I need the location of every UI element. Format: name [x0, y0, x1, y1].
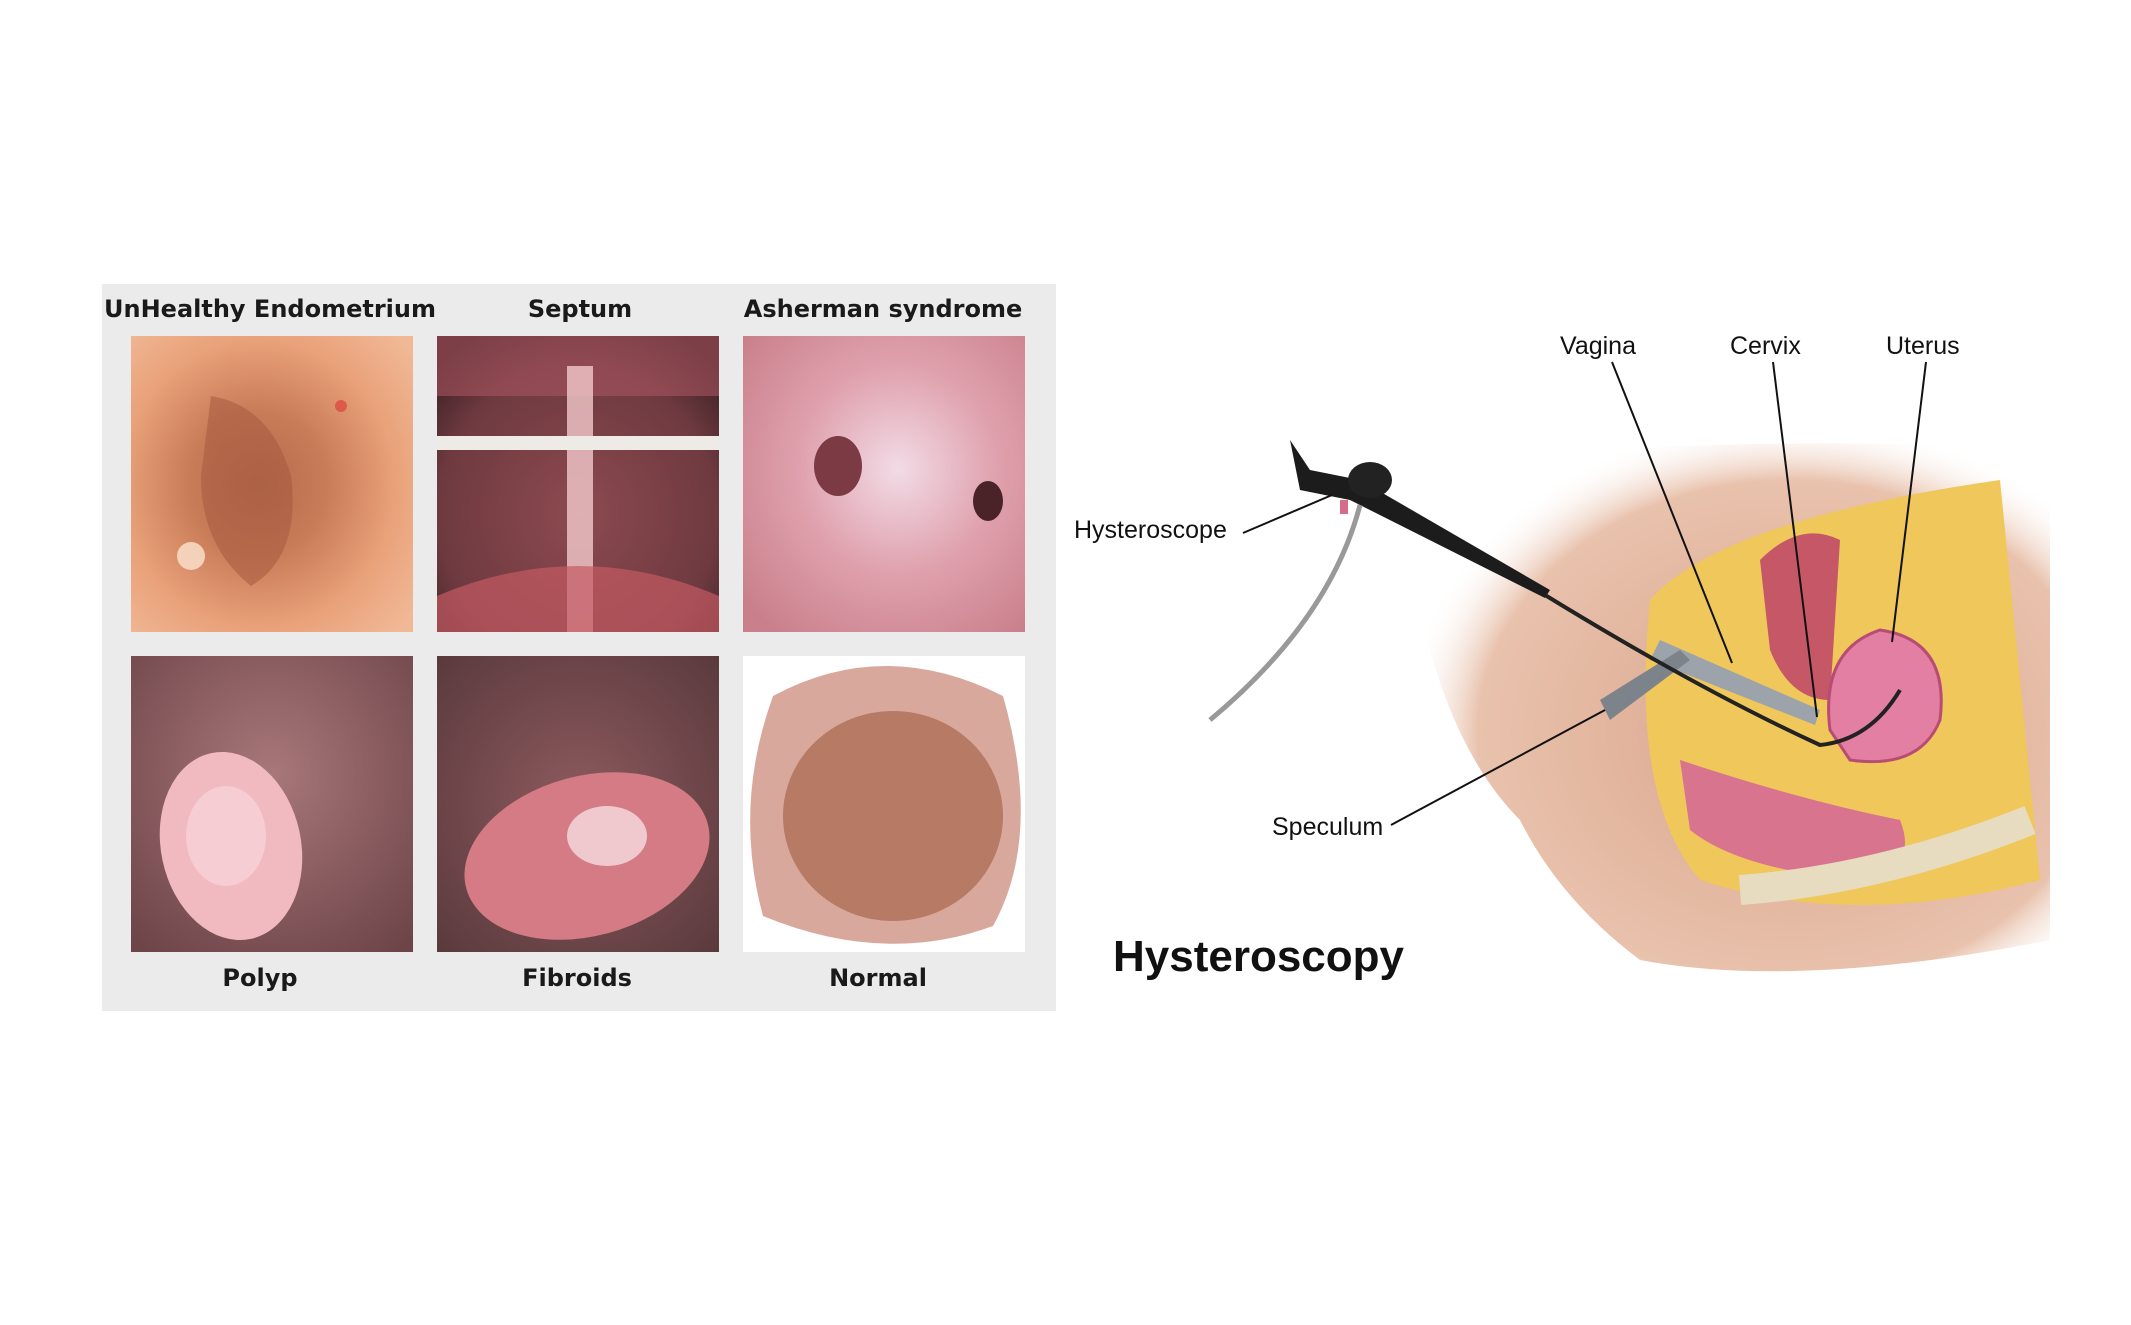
asherman-syndrome-image	[743, 336, 1025, 632]
label-normal: Normal	[829, 964, 927, 992]
label-uterus: Uterus	[1886, 332, 1960, 360]
leader-lines	[1242, 361, 1927, 826]
normal-endometrium-image	[743, 656, 1025, 952]
fibroids-image	[437, 656, 719, 952]
uterus	[1827, 628, 1943, 764]
spine	[1738, 806, 2036, 905]
rectum	[1680, 760, 1905, 880]
label-hysteroscope: Hysteroscope	[1074, 516, 1227, 544]
septum-image	[437, 336, 719, 632]
unhealthy-endometrium-image	[131, 336, 413, 632]
polyp-image	[131, 656, 413, 952]
label-fibroids: Fibroids	[522, 964, 632, 992]
label-speculum: Speculum	[1272, 813, 1384, 841]
label-septum: Septum	[527, 295, 633, 323]
label-polyp: Polyp	[222, 964, 298, 992]
label-cervix: Cervix	[1730, 332, 1801, 360]
label-unhealthy-endometrium: UnHealthy Endometrium	[104, 295, 436, 323]
label-vagina: Vagina	[1560, 332, 1636, 360]
label-asherman-syndrome: Asherman syndrome	[743, 295, 1023, 323]
diagram-title: Hysteroscopy	[1113, 932, 1405, 981]
hysteroscope	[1208, 440, 1902, 748]
bladder	[1760, 533, 1840, 700]
